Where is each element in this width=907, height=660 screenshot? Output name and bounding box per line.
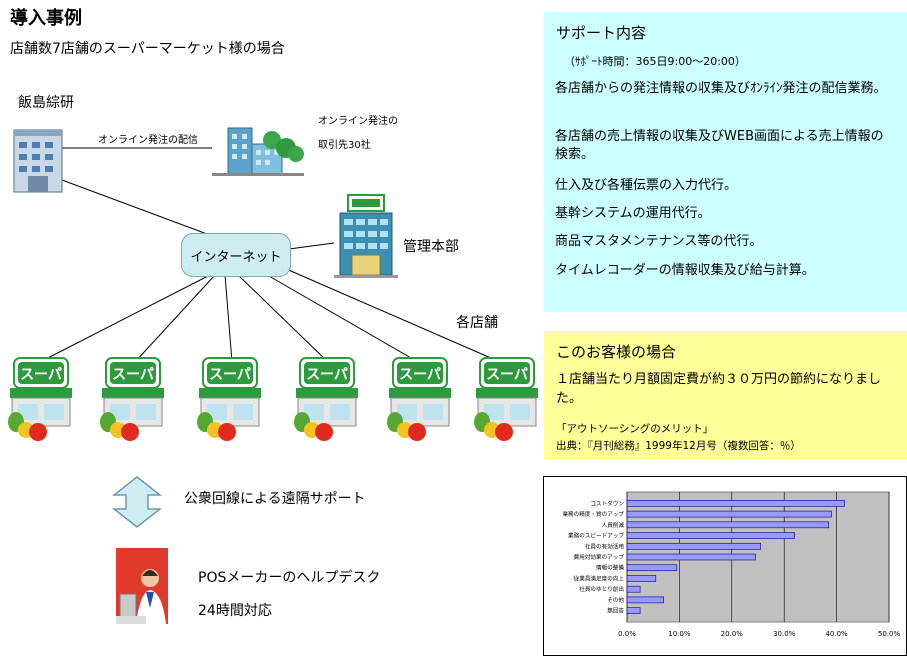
supermarket-store-icon: スーパ — [100, 357, 164, 441]
support-item: 基幹システムの運用代行。 — [555, 206, 711, 221]
bar — [626, 585, 641, 593]
bar — [626, 521, 830, 529]
bar — [626, 553, 756, 561]
support-item: 各店舗の売上情報の収集及びWEB画面による売上情報の検索。 — [555, 129, 884, 162]
category-label: 人員削減 — [602, 521, 625, 529]
case-source-citation: 出典：『月刊総務』1999年12月号（複数回答：％） — [556, 440, 801, 452]
bar — [626, 500, 845, 507]
case-body: １店舗当たり月額固定費が約３０万円の節約になりました。 — [556, 372, 882, 406]
x-tick-label: 10.0% — [668, 630, 691, 638]
bidirectional-arrow-icon — [112, 476, 162, 528]
bar — [626, 542, 761, 550]
helpdesk-operator-icon — [116, 548, 168, 624]
x-tick-label: 0.0% — [618, 630, 636, 638]
bar — [626, 564, 678, 572]
support-panel: サポート内容 （ｻﾎﾟｰﾄ時間：365日9:00～20:00） 各店舗からの発注… — [544, 12, 907, 312]
supermarket-store-icon: スーパ — [8, 357, 72, 441]
link-store-4 — [237, 274, 329, 363]
category-label: 業務のスピードアップ — [568, 532, 624, 540]
case-panel: このお客様の場合 １店舗当たり月額固定費が約３０万円の節約になりました。 「アウ… — [544, 331, 907, 459]
case-heading: このお客様の場合 — [556, 343, 677, 361]
store-sign-text: スーパ — [112, 367, 154, 383]
store-sign-text: スーパ — [399, 367, 441, 383]
x-tick-label: 40.0% — [825, 630, 848, 638]
link-store-2 — [134, 274, 216, 363]
link-store-5 — [261, 271, 419, 363]
bar — [626, 607, 641, 614]
store-sign-text: スーパ — [306, 367, 348, 383]
case-source-title: 「アウトソーシングのメリット」 — [556, 423, 714, 435]
page-subtitle: 店舗数7店舗のスーパーマーケット様の場合 — [10, 41, 285, 57]
helpdesk-hours: 24時間対応 — [198, 603, 272, 619]
supermarket-store-icon: スーパ — [474, 357, 538, 441]
x-tick-label: 20.0% — [721, 630, 744, 638]
category-label: 社員の有効活用 — [585, 542, 624, 550]
bar — [626, 596, 664, 604]
vendor-buildings-icon — [212, 127, 304, 176]
support-item: 商品マスタメンテナンス等の代行。 — [555, 234, 763, 249]
link-store-1 — [39, 274, 211, 363]
link-store-6 — [283, 267, 501, 363]
company-label: 飯島綜研 — [18, 95, 74, 111]
supermarket-store-icon: スーパ — [197, 357, 261, 441]
support-heading: サポート内容 — [556, 24, 647, 42]
category-label: 社員のゆとり創出 — [579, 585, 624, 593]
merits-chart: 0.0% 10.0% 20.0% 30.0% 40.0% 50.0% コストダウン業務の精度… — [543, 476, 907, 656]
support-item: タイムレコーダーの情報収集及び給与計算。 — [555, 263, 815, 278]
bar — [626, 575, 657, 582]
support-hours: （ｻﾎﾟｰﾄ時間：365日9:00～20:00） — [564, 55, 746, 68]
category-label: 無回答 — [607, 607, 624, 615]
internet-label: インターネット — [190, 249, 282, 265]
headquarters-building-icon — [334, 194, 398, 278]
category-label: コストダウン — [590, 499, 624, 507]
store-sign-text: スーパ — [486, 367, 528, 383]
support-item: 各店舗からの発注情報の収集及びｵﾝﾗｲﾝ発注の配信業務。 — [555, 81, 887, 96]
internet-node: インターネット — [181, 233, 291, 277]
merits-bar-chart: 0.0% 10.0% 20.0% 30.0% 40.0% 50.0% コストダウン業務の精度… — [543, 476, 907, 656]
supermarket-store-icon: スーパ — [294, 357, 358, 441]
helpdesk-label: POSメーカーのヘルプデスク — [198, 570, 381, 586]
remote-support-label: 公衆回線による遠隔サポート — [184, 491, 366, 507]
stores-label: 各店舗 — [456, 315, 498, 331]
bar — [626, 510, 832, 518]
category-label: 業務の精度・質のアップ — [562, 510, 624, 518]
category-label: 費用対効果のアップ — [574, 553, 625, 561]
vendor-label-line2: 取引先30社 — [318, 140, 371, 151]
bar — [626, 532, 795, 539]
category-label: 情報の整備 — [596, 564, 624, 572]
supermarket-store-icon: スーパ — [387, 357, 451, 441]
x-tick-label: 30.0% — [773, 630, 796, 638]
support-item: 仕入及び各種伝票の入力代行。 — [555, 178, 738, 193]
category-label: 従業員満足度の向上 — [574, 574, 625, 582]
vendor-label-line1: オンライン発注の — [318, 116, 398, 127]
page-title: 導入事例 — [10, 8, 82, 29]
store-sign-text: スーパ — [20, 367, 62, 383]
link-store-3 — [224, 274, 233, 363]
hq-label: 管理本部 — [403, 239, 459, 255]
category-label: その他 — [607, 596, 624, 604]
store-sign-text: スーパ — [209, 367, 251, 383]
office-building-icon — [13, 129, 63, 193]
edge-label-online-order: オンライン発注の配信 — [98, 135, 198, 146]
link-internet-hq — [288, 242, 335, 250]
link-company-internet — [61, 179, 216, 238]
x-tick-label: 50.0% — [878, 630, 901, 638]
